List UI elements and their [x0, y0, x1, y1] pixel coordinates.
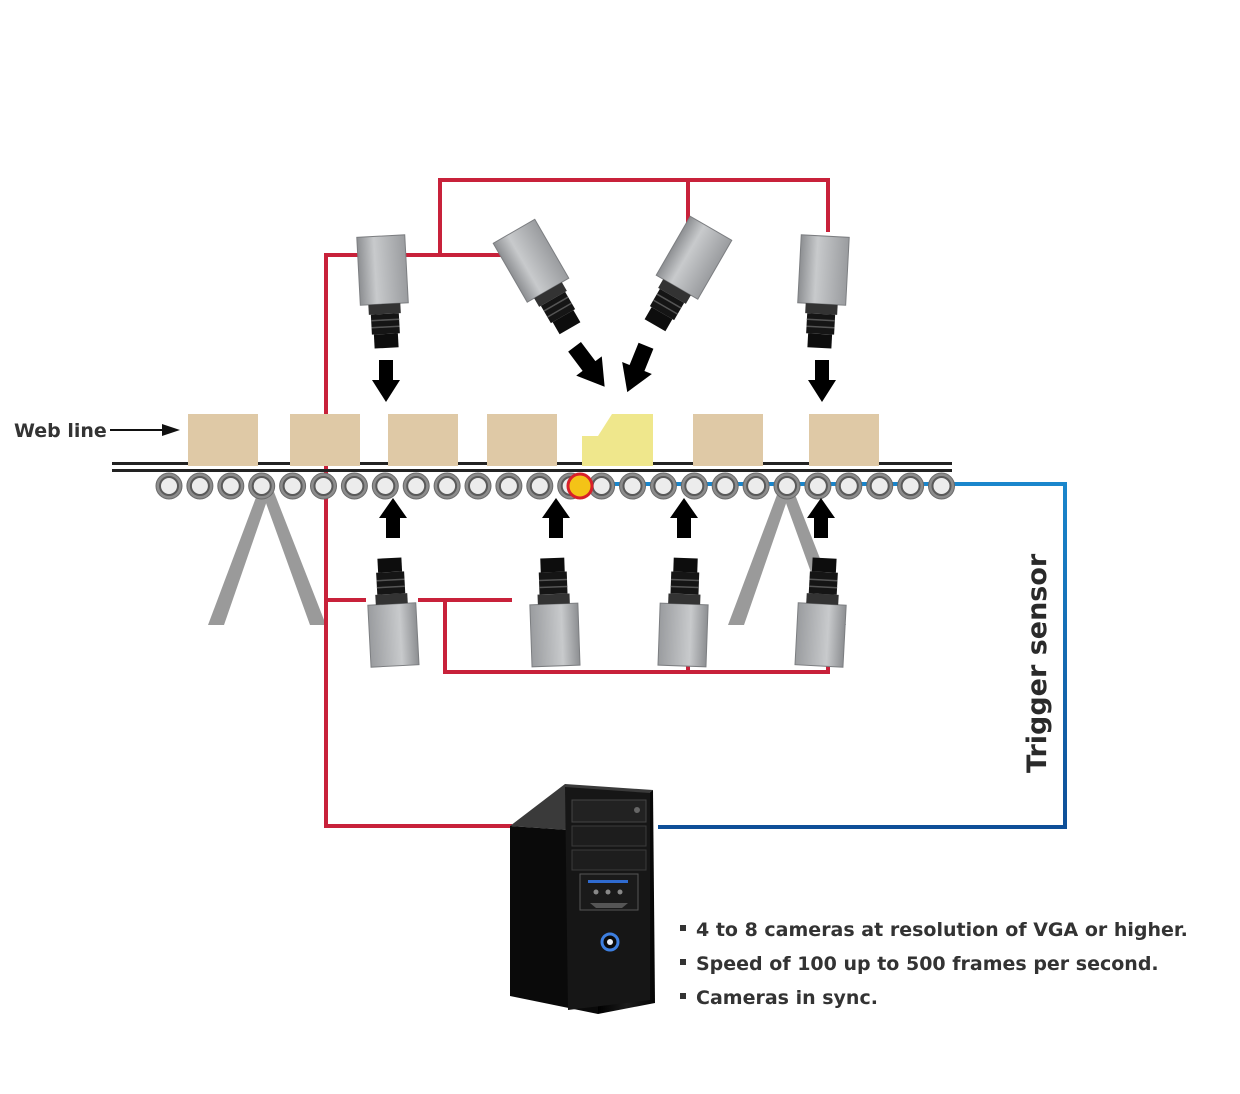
web-line-label: Web line	[14, 420, 107, 442]
trigger-point-icon	[566, 472, 594, 500]
arrow-down-icon	[568, 342, 605, 387]
conveyor-supports	[208, 492, 846, 625]
roller-hub	[313, 476, 334, 496]
spec-text: Speed of 100 up to 500 frames per second…	[696, 953, 1159, 975]
camera-icon	[356, 234, 409, 349]
spec-item: Cameras in sync.	[680, 986, 1188, 1020]
spec-item: Speed of 100 up to 500 frames per second…	[680, 952, 1188, 986]
roller-hub	[251, 476, 272, 496]
bullet-icon	[680, 992, 686, 999]
roller-hub	[807, 476, 828, 496]
arrow-down-icon	[372, 360, 400, 402]
roller-hub	[375, 476, 396, 496]
camera-icon	[657, 557, 709, 668]
arrow-up-icon	[670, 498, 698, 538]
web-line-products	[188, 414, 879, 466]
spec-item: 4 to 8 cameras at resolution of VGA or h…	[680, 918, 1188, 952]
roller-hub	[468, 476, 488, 496]
camera-icon	[797, 234, 850, 349]
spec-text: Cameras in sync.	[696, 987, 878, 1009]
product-box	[487, 414, 557, 466]
roller-hub	[715, 476, 736, 496]
top-cameras	[356, 215, 850, 349]
camera-icon	[529, 557, 581, 668]
bullet-icon	[680, 924, 686, 931]
roller-hub	[282, 476, 303, 496]
spec-text: 4 to 8 cameras at resolution of VGA or h…	[696, 919, 1188, 941]
bullet-icon	[680, 958, 686, 965]
roller-hub	[653, 476, 674, 496]
roller-hub	[746, 476, 767, 496]
roller-hub	[344, 476, 365, 496]
roller-hub	[406, 476, 427, 496]
roller-hub	[838, 476, 859, 496]
product-box	[290, 414, 360, 466]
roller-hub	[220, 476, 241, 496]
roller-hub	[189, 476, 210, 496]
roller-hub	[622, 476, 643, 496]
roller-hub	[498, 476, 519, 496]
roller-hub	[900, 476, 921, 496]
arrow-down-icon	[622, 342, 654, 393]
view-arrows	[372, 342, 836, 538]
camera-icon	[492, 218, 581, 335]
arrow-down-icon	[808, 360, 836, 402]
spec-list: 4 to 8 cameras at resolution of VGA or h…	[680, 918, 1188, 1020]
trigger-sensor-label: Trigger sensor	[1022, 553, 1053, 773]
roller-hub	[591, 476, 612, 496]
product-box	[693, 414, 763, 466]
camera-cables	[324, 178, 830, 828]
roller-hub	[869, 476, 890, 496]
conveyor-rollers	[155, 472, 955, 500]
camera-icon	[367, 557, 420, 668]
camera-icon	[794, 557, 847, 668]
triggered-product-box	[582, 414, 653, 466]
bottom-cameras	[367, 557, 847, 668]
roller-hub	[931, 476, 952, 496]
roller-hub	[159, 476, 179, 496]
product-box	[809, 414, 879, 466]
arrow-up-icon	[379, 498, 407, 538]
roller-hub	[529, 476, 550, 496]
computer-icon	[510, 784, 655, 1014]
arrow-up-icon	[542, 498, 570, 538]
arrow-up-icon	[807, 498, 835, 538]
roller-hub	[777, 476, 797, 496]
roller-hub	[684, 476, 705, 496]
roller-hub	[437, 476, 458, 496]
web-line-arrow-icon	[110, 424, 180, 436]
camera-icon	[644, 215, 733, 332]
product-box	[188, 414, 258, 466]
product-box	[388, 414, 458, 466]
